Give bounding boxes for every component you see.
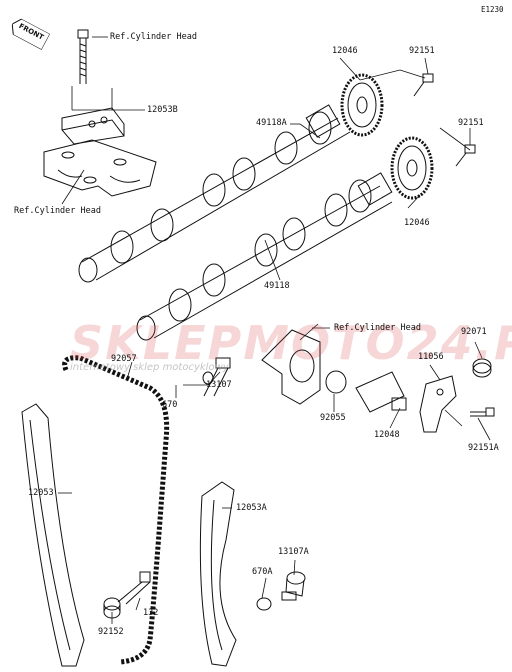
pivot-bolt-132 — [117, 571, 151, 605]
o-ring-92055 — [325, 370, 347, 394]
o-ring-670A — [256, 597, 272, 611]
label-12046-upper: 12046 — [332, 46, 358, 56]
label-ref-cylinder-head-3: Ref.Cylinder Head — [334, 323, 421, 333]
lever-11056 — [419, 375, 457, 433]
label-92071: 92071 — [461, 327, 487, 337]
bracket-12053B — [61, 107, 125, 145]
bolt-13107A — [281, 571, 306, 601]
label-92151A: 92151A — [468, 443, 499, 453]
label-670: 670 — [162, 400, 178, 410]
cam-cap — [43, 139, 157, 197]
camshaft-lower — [136, 172, 393, 341]
chain-guide-12053 — [21, 403, 85, 667]
sprocket-upper — [340, 73, 384, 137]
label-92151-upper: 92151 — [409, 46, 435, 56]
label-11056: 11056 — [418, 352, 444, 362]
collar-92152 — [103, 597, 121, 619]
label-670A: 670A — [252, 567, 273, 577]
label-92057: 92057 — [111, 354, 137, 364]
label-132: 132 — [143, 608, 159, 618]
chain-guide-12053A — [199, 481, 237, 667]
cap-92071 — [472, 358, 492, 378]
camshaft-upper — [78, 104, 351, 283]
label-12053B: 12053B — [147, 105, 178, 115]
tensioner-12048 — [355, 371, 407, 413]
label-ref-cylinder-head-2: Ref.Cylinder Head — [14, 206, 101, 216]
label-92055: 92055 — [320, 413, 346, 423]
diagram-code: E1230 — [481, 5, 504, 14]
bolt-13107 — [203, 357, 231, 397]
label-12048: 12048 — [374, 430, 400, 440]
bolt-92151A — [470, 407, 495, 417]
watermark-brand: SKLEPMOTO24.PL — [70, 316, 512, 370]
label-12053A: 12053A — [236, 503, 267, 513]
front-arrow-icon: FRONT — [8, 16, 51, 50]
bolt-cylinder-head — [77, 29, 89, 84]
o-ring-670 — [202, 371, 214, 385]
label-92151-middle: 92151 — [458, 118, 484, 128]
label-49118A: 49118A — [256, 118, 287, 128]
leader-lines — [58, 36, 491, 624]
sprocket-lower — [390, 136, 434, 200]
cam-chain-92057 — [62, 355, 170, 665]
label-ref-cylinder-head-1: Ref.Cylinder Head — [110, 32, 197, 42]
bolts-92151 — [413, 73, 476, 167]
label-13107A: 13107A — [278, 547, 309, 557]
label-13107: 13107 — [206, 380, 232, 390]
label-49118: 49118 — [264, 281, 290, 291]
tensioner-housing — [261, 329, 321, 405]
label-92152: 92152 — [98, 627, 124, 637]
watermark-tagline: internetowy sklep motocyklowy — [70, 362, 229, 373]
label-12053: 12053 — [28, 488, 54, 498]
label-12046-lower: 12046 — [404, 218, 430, 228]
